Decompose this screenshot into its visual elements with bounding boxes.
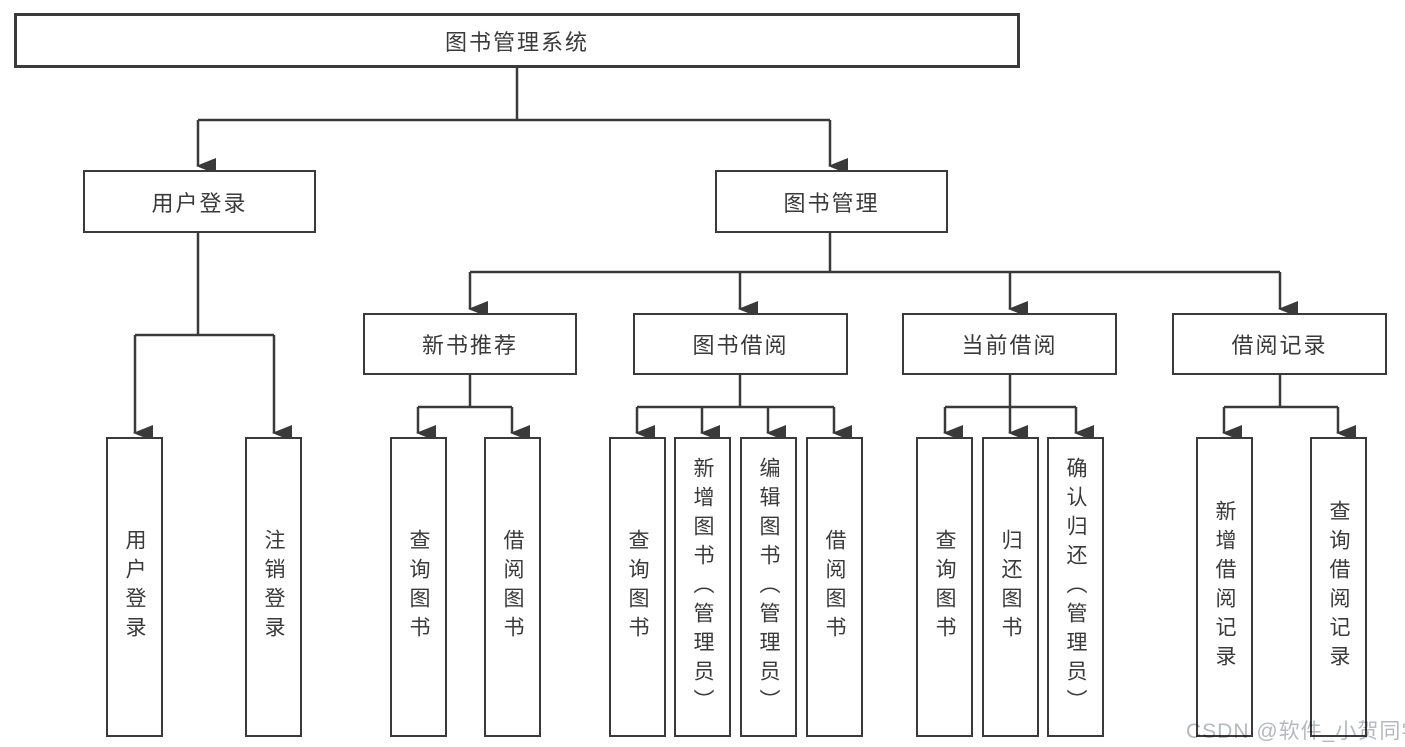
leaf-logout: 注销登录 [245, 437, 302, 737]
node-new-book-recommendation: 新书推荐 [363, 313, 577, 375]
node-current-borrowing: 当前借阅 [902, 313, 1117, 375]
node-book-management: 图书管理 [715, 170, 948, 233]
leaf-borrow-query-books: 查询图书 [609, 437, 666, 737]
csdn-watermark: CSDN @软件_小贺同学 [1186, 720, 1405, 743]
node-library-management-system: 图书管理系统 [14, 13, 1020, 68]
leaf-add-borrow-record: 新增借阅记录 [1196, 437, 1253, 737]
leaf-confirm-return-admin: 确认归还（管理员） [1047, 437, 1104, 737]
leaf-recommend-borrow-books: 借阅图书 [484, 437, 541, 737]
node-user-login: 用户登录 [83, 170, 316, 233]
leaf-user-login: 用户登录 [106, 437, 163, 737]
leaf-borrow-books: 借阅图书 [806, 437, 863, 737]
node-borrowing-records: 借阅记录 [1172, 313, 1387, 375]
leaf-recommend-query-books: 查询图书 [390, 437, 447, 737]
leaf-add-book-admin: 新增图书（管理员） [674, 437, 731, 737]
leaf-return-books: 归还图书 [982, 437, 1039, 737]
leaf-query-borrow-record: 查询借阅记录 [1310, 437, 1367, 737]
leaf-edit-book-admin: 编辑图书（管理员） [740, 437, 797, 737]
node-book-borrowing: 图书借阅 [633, 313, 848, 375]
leaf-current-query-books: 查询图书 [916, 437, 973, 737]
